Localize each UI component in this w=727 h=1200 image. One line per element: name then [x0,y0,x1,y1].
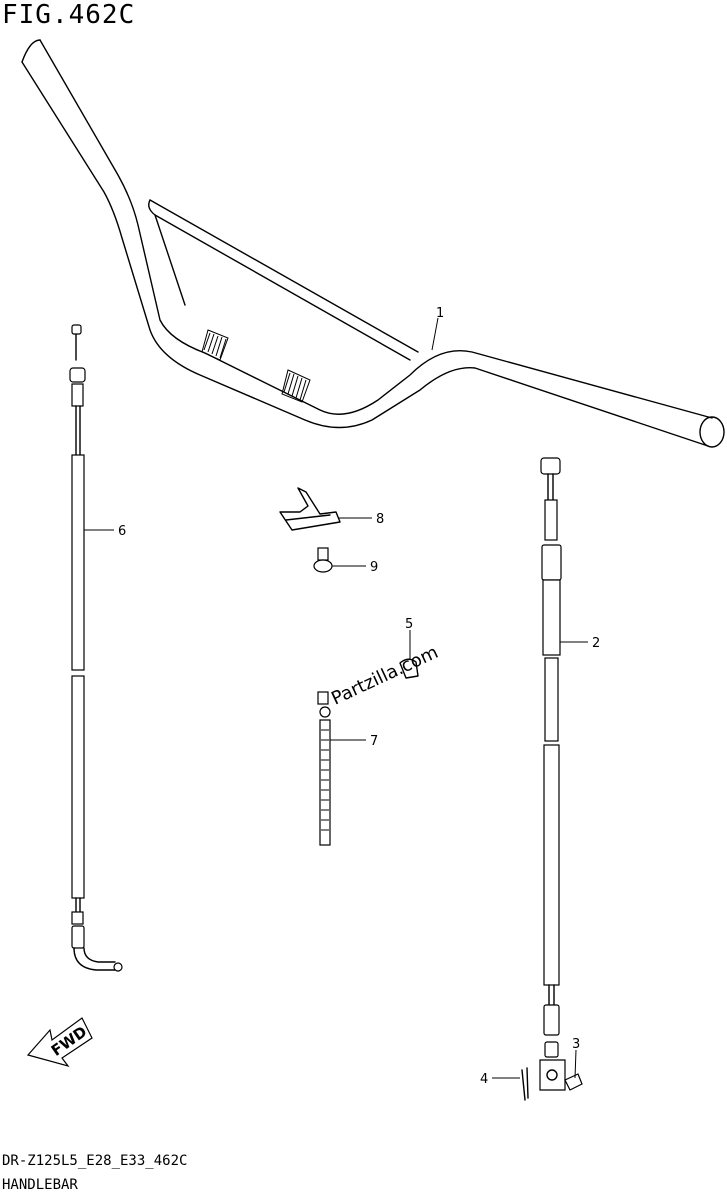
callout-2[interactable]: 2 [560,636,600,651]
throttle-cable[interactable] [69,324,123,972]
clevis-pin[interactable] [564,1073,583,1091]
handlebar[interactable] [21,39,725,448]
callout-number: 3 [572,1037,580,1052]
clutch-cable[interactable] [539,457,566,1091]
section-title: HANDLEBAR [2,1177,78,1193]
callout-9[interactable]: 9 [332,560,378,575]
cable-tie[interactable] [317,691,331,846]
callout-6[interactable]: 6 [84,524,126,539]
callout-4[interactable]: 4 [480,1072,520,1087]
callout-1[interactable]: 1 [431,306,444,351]
callout-8[interactable]: 8 [338,512,384,527]
callout-number: 8 [376,512,384,527]
diagram-code: DR-Z125L5_E28_E33_462C [2,1153,188,1169]
callout-number: 9 [370,560,378,575]
bolt[interactable] [313,547,333,573]
callout-number: 1 [436,306,444,321]
callout-number: 7 [370,734,378,749]
knurl-left [201,329,229,361]
callout-3[interactable]: 3 [572,1037,580,1079]
callout-number: 6 [118,524,126,539]
figure-title: FIG.462C [2,0,136,30]
knurl-right [281,369,311,403]
callout-number: 5 [405,617,413,632]
cotter-pin[interactable] [521,1067,529,1101]
callout-number: 2 [592,636,600,651]
watermark: Partzilla.com [328,642,441,710]
callout-number: 4 [480,1072,488,1087]
callout-5[interactable]: 5 [405,617,413,660]
cable-clamp[interactable] [399,658,419,679]
forward-direction-arrow: FWD [26,1017,93,1068]
wire-clamp[interactable] [279,487,341,531]
callout-7[interactable]: 7 [330,734,378,749]
